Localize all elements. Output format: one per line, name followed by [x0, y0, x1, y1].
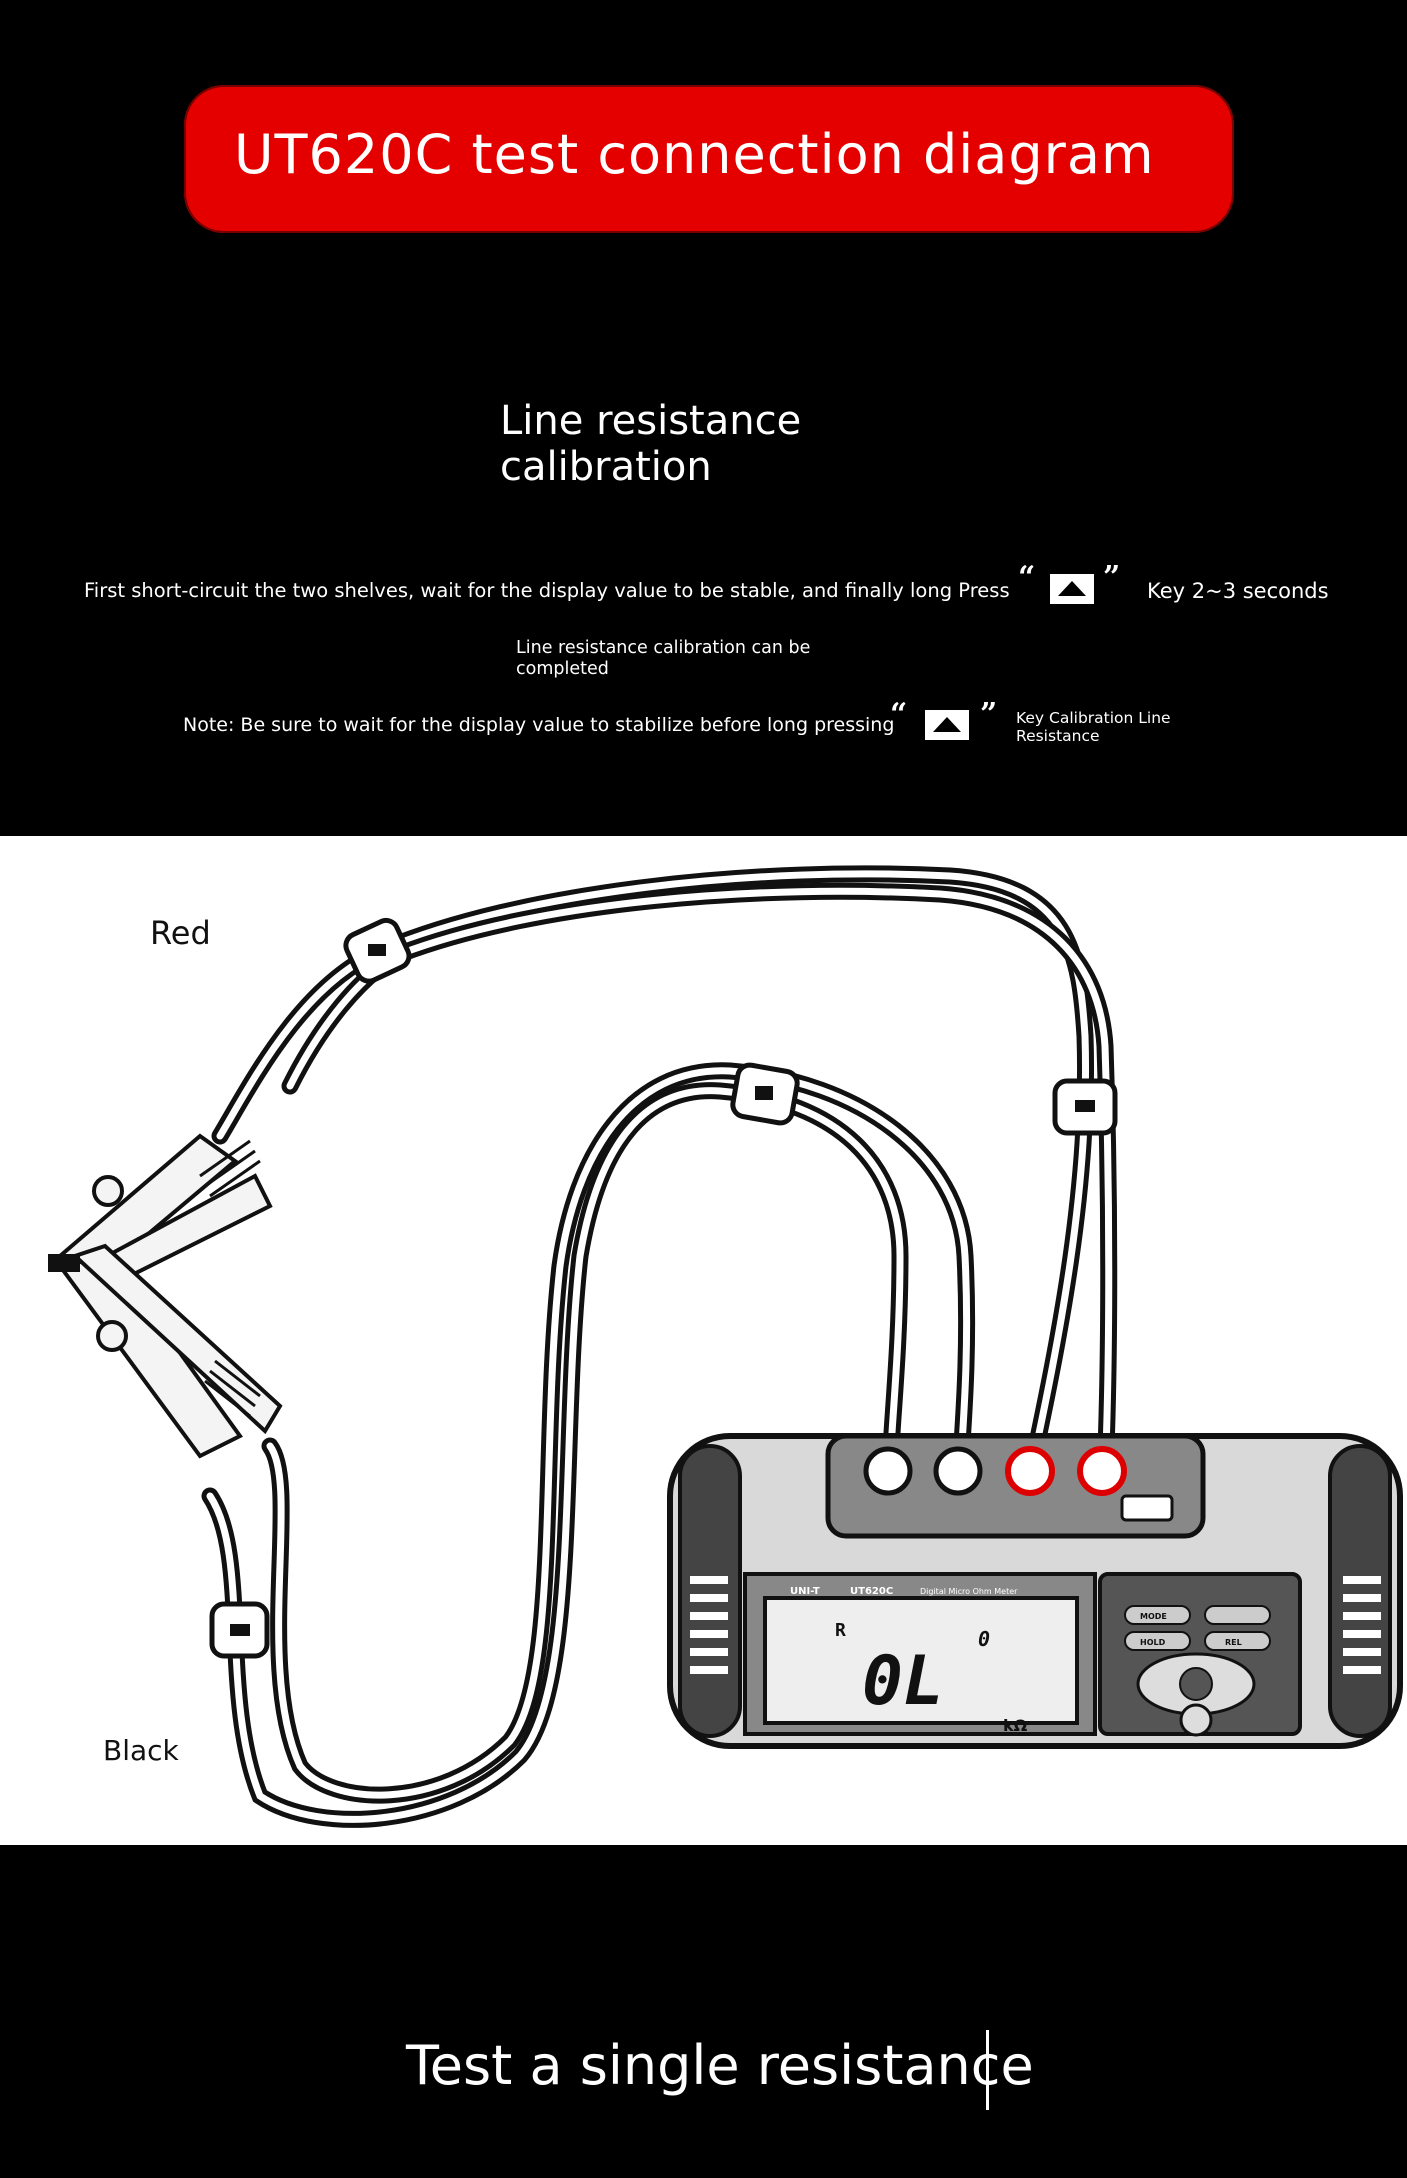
- instruction-note: Note: Be sure to wait for the display va…: [183, 714, 895, 736]
- banner-title: UT620C test connection diagram: [234, 123, 1155, 186]
- close-quote: ”: [1103, 560, 1121, 595]
- display-unit: kΩ: [1003, 1716, 1028, 1735]
- instruction-line-1: First short-circuit the two shelves, wai…: [84, 579, 1010, 602]
- meter-device: [667, 1433, 1403, 1749]
- connection-diagram: Red Black: [0, 836, 1407, 1845]
- display-range: R: [835, 1620, 846, 1641]
- up-arrow-key-icon-note: [925, 710, 969, 740]
- label-red: Red: [150, 914, 211, 952]
- instruction-note-key: Key Calibration Line Resistance: [1016, 709, 1171, 745]
- footer-title: Test a single resistance: [406, 2034, 1034, 2097]
- meter-model: UT620C: [850, 1586, 893, 1597]
- close-quote-note: ”: [980, 697, 998, 732]
- display-reading: 0L: [862, 1642, 944, 1721]
- meter-brand: UNI-T: [790, 1586, 820, 1597]
- section-title: Line resistance calibration: [500, 398, 802, 490]
- title-banner: UT620C test connection diagram: [184, 85, 1234, 233]
- label-black: Black: [103, 1734, 179, 1767]
- rel-button: REL: [1225, 1638, 1242, 1647]
- instruction-line-2: Line resistance calibration can be compl…: [516, 638, 811, 679]
- open-quote-note: “: [890, 697, 908, 732]
- meter-device-name: Digital Micro Ohm Meter: [920, 1587, 1018, 1596]
- hold-button: HOLD: [1140, 1638, 1166, 1647]
- instruction-line-1-key: Key 2~3 seconds: [1147, 579, 1329, 603]
- mode-button: MODE: [1140, 1612, 1167, 1621]
- text-cursor: [986, 2030, 989, 2110]
- wiring-illustration: UNI-T UT620C Digital Micro Ohm Meter R 0…: [48, 865, 1403, 1828]
- display-zero: 0: [978, 1627, 990, 1651]
- open-quote: “: [1018, 560, 1036, 595]
- up-arrow-key-icon: [1050, 574, 1094, 604]
